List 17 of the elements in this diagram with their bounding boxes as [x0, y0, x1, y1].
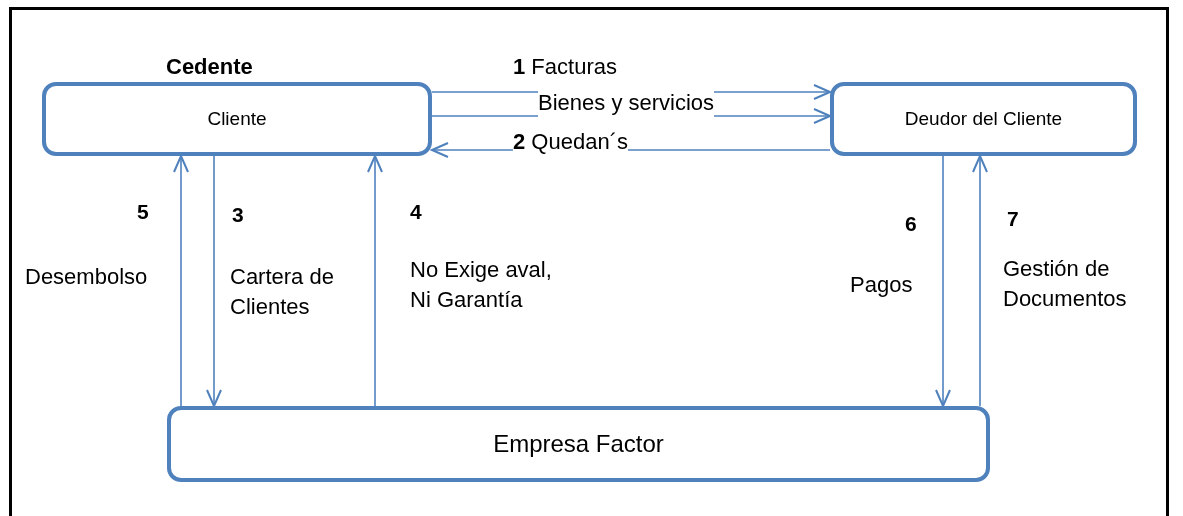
- node-label: Empresa Factor: [493, 430, 664, 458]
- step-number: 5: [137, 200, 149, 224]
- node-label: Cliente: [207, 108, 267, 130]
- arrow: [367, 155, 383, 407]
- step-number: 4: [410, 200, 422, 224]
- edge-label: Bienes y servicios: [538, 88, 715, 118]
- node-label: Deudor del Cliente: [904, 108, 1063, 130]
- arrow: [206, 155, 222, 407]
- rounded-box: [167, 406, 990, 482]
- step-number: 6: [905, 212, 917, 236]
- step-number: 3: [232, 203, 244, 227]
- heading: Cedente: [166, 54, 253, 80]
- rounded-box: [830, 82, 1137, 156]
- arrow: [972, 155, 988, 407]
- arrow: [173, 155, 189, 407]
- step-number: 7: [1007, 207, 1019, 231]
- arrow: [935, 155, 951, 407]
